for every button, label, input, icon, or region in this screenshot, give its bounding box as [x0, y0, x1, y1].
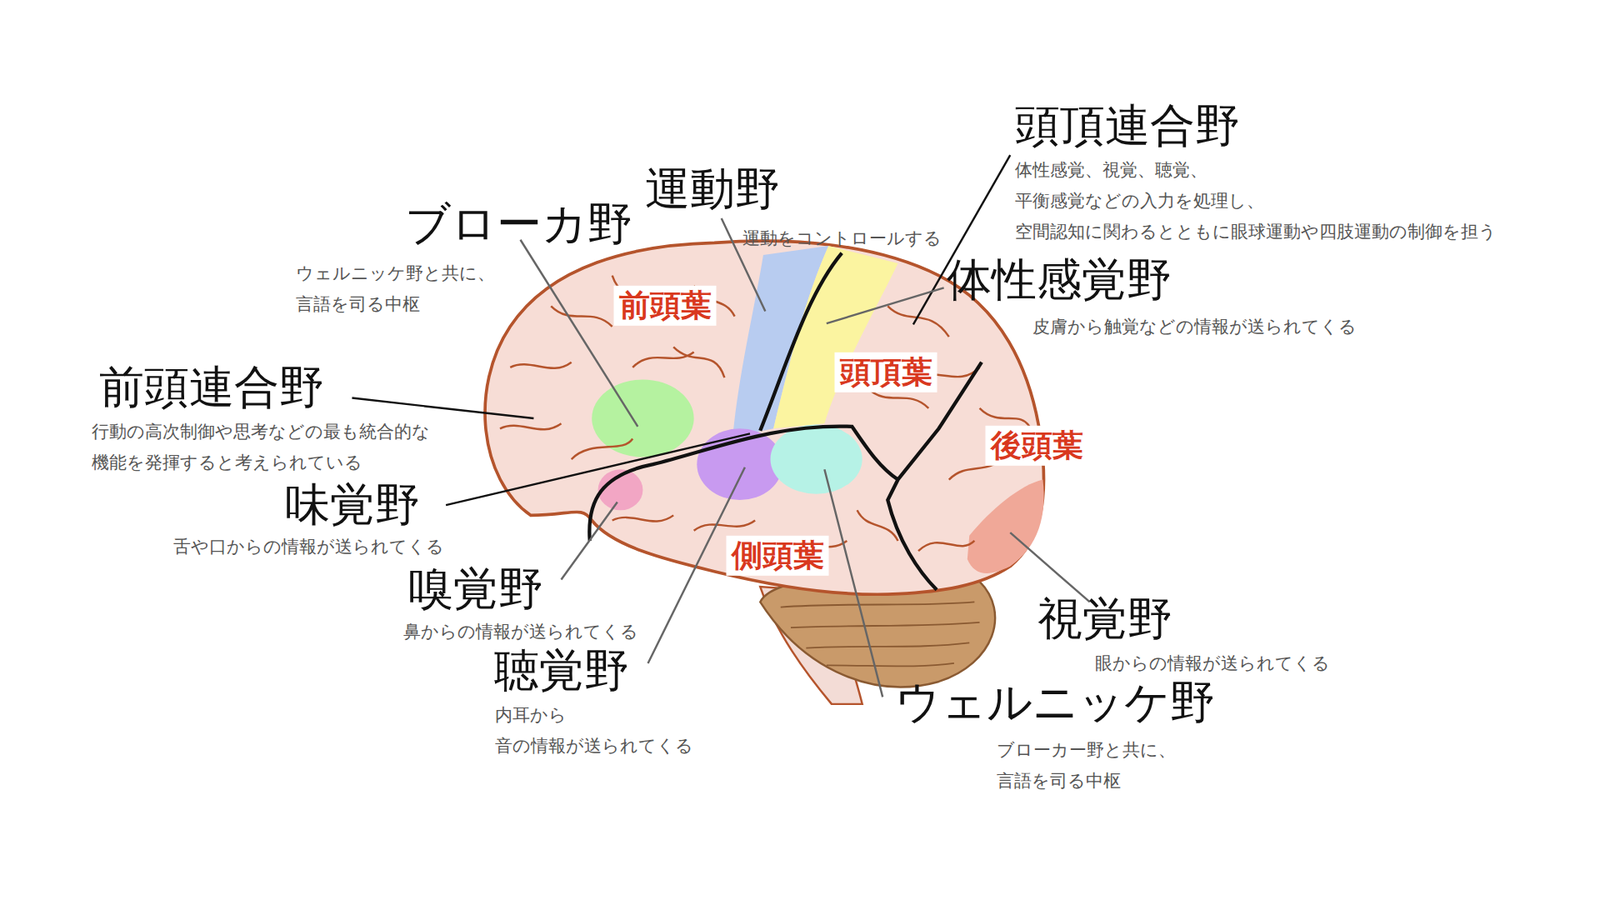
area-description: 内耳から 音の情報が送られてくる: [495, 700, 745, 762]
area-name: ウェルニッケ野: [895, 676, 1215, 729]
area-description: ウェルニッケ野と共に、 言語を司る中枢: [295, 258, 513, 320]
lobe-name: 側頭葉: [726, 535, 830, 576]
area-name: 体性感覚野: [946, 254, 1172, 306]
area-name: 聴覚野: [494, 645, 630, 697]
lobe-name: 頭頂葉: [835, 352, 938, 393]
area-name: 嗅覚野: [408, 563, 544, 615]
lobe-boundary: [589, 253, 982, 590]
area-name: 頭頂連合野: [1015, 100, 1240, 152]
area-description: 行動の高次制御や思考などの最も統合的な 機能を発揮すると考えられている: [91, 416, 467, 479]
broca-area: [591, 380, 694, 458]
area-name: 運動野: [645, 163, 780, 215]
area-description: 皮膚から触覚などの情報が送られてくる: [1032, 311, 1357, 343]
lobe-name: 後頭葉: [985, 425, 1089, 466]
cerebellum-folds: [780, 601, 980, 666]
area-description: 眼からの情報が送られてくる: [1095, 648, 1330, 680]
leader-line: [351, 155, 1010, 505]
visual-area: [967, 480, 1045, 574]
area-name: 味覚野: [285, 479, 420, 531]
area-description: 体性感覚、視覚、聴覚、平衡感覚などの入力を処理し、 空間認知に関わるとともに眼球…: [1015, 155, 1449, 247]
somatosensory-area: [773, 245, 898, 429]
area-description: ブローカー野と共に、 言語を司る中枢: [996, 735, 1205, 797]
lobe-name: 前頭葉: [614, 285, 717, 326]
area-description: 鼻からの情報が送られてくる: [403, 616, 639, 648]
wernicke-area: [770, 424, 862, 494]
area-description: 運動をコントロールする: [742, 223, 942, 255]
area-name: 前頭連合野: [99, 361, 325, 414]
area-description: 舌や口からの情報が送られてくる: [173, 531, 445, 563]
area-name: ブローカ野: [405, 198, 633, 250]
area-name: 視覚野: [1037, 593, 1173, 645]
